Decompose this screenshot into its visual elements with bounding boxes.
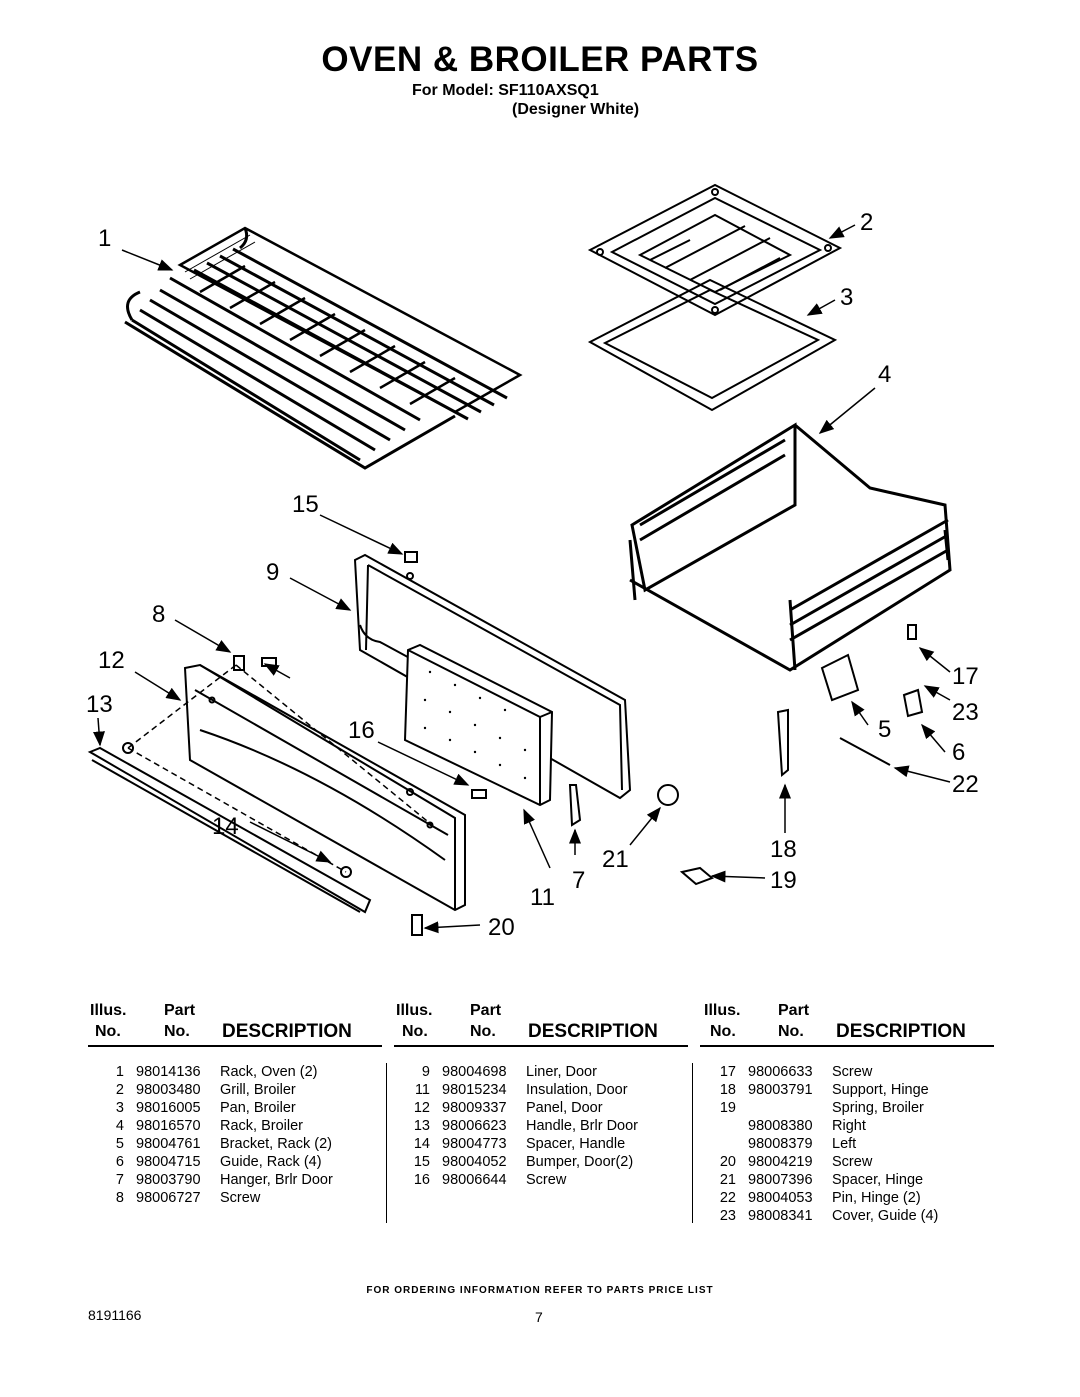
callout-16: 16	[348, 717, 375, 744]
callout-3: 3	[840, 284, 853, 311]
callout-1: 1	[98, 225, 111, 252]
header-illus-no: No.	[95, 1023, 121, 1040]
header-part-no: No.	[778, 1023, 804, 1040]
page-number: 7	[535, 1309, 543, 1325]
callout-22: 22	[952, 771, 979, 798]
callout-leaders	[93, 224, 951, 934]
callout-21: 21	[602, 846, 629, 873]
header-illus: Illus.	[704, 1002, 741, 1019]
header-description: DESCRIPTION	[222, 1021, 352, 1042]
parts-diagram: 1 2 3 4 15 9 8 12 13 16 17 23 5 6 22 14 …	[86, 183, 979, 941]
callout-8: 8	[152, 601, 165, 628]
header-part-no: No.	[470, 1023, 496, 1040]
broiler-pan-drawing	[587, 278, 838, 412]
header-rule	[700, 1045, 994, 1047]
callout-2: 2	[860, 209, 873, 236]
header-part: Part	[470, 1002, 502, 1019]
broiler-grill-drawing	[587, 183, 843, 317]
callout-17: 17	[952, 663, 979, 690]
callout-labels: 1 2 3 4 15 9 8 12 13 16 17 23 5 6 22 14 …	[86, 209, 979, 941]
header-part: Part	[778, 1002, 810, 1019]
callout-20: 20	[488, 914, 515, 941]
document-number: 8191166	[88, 1307, 142, 1323]
column-divider	[692, 1063, 693, 1223]
header-rule	[394, 1045, 688, 1047]
header-illus-no: No.	[402, 1023, 428, 1040]
callout-12: 12	[98, 647, 125, 674]
header-description: DESCRIPTION	[528, 1021, 658, 1042]
header-illus-no: No.	[710, 1023, 736, 1040]
callout-15: 15	[292, 491, 319, 518]
callout-23: 23	[952, 699, 979, 726]
column-divider	[386, 1063, 387, 1223]
header-illus: Illus.	[396, 1002, 433, 1019]
callout-7: 7	[572, 867, 585, 894]
header-description: DESCRIPTION	[836, 1021, 966, 1042]
oven-rack-drawing	[124, 226, 523, 470]
ordering-note: FOR ORDERING INFORMATION REFER TO PARTS …	[366, 1285, 714, 1296]
broiler-rack-drawing	[628, 422, 952, 672]
model-line: For Model: SF110AXSQ1	[412, 82, 599, 99]
callout-13: 13	[86, 691, 113, 718]
callout-14: 14	[212, 813, 239, 840]
callout-9: 9	[266, 559, 279, 586]
callout-6: 6	[952, 739, 965, 766]
callout-5: 5	[878, 716, 891, 743]
door-liner-drawing	[353, 553, 632, 800]
header-part-no: No.	[164, 1023, 190, 1040]
header-part: Part	[164, 1002, 196, 1019]
door-panel-drawing	[183, 663, 466, 912]
callout-18: 18	[770, 836, 797, 863]
door-handle-drawing	[87, 742, 372, 914]
callout-4: 4	[878, 361, 891, 388]
door-insulation-drawing	[403, 643, 554, 807]
callout-19: 19	[770, 867, 797, 894]
variant-line: (Designer White)	[512, 101, 640, 118]
page-title: OVEN & BROILER PARTS	[321, 40, 759, 79]
header-illus: Illus.	[90, 1002, 127, 1019]
callout-11: 11	[530, 884, 555, 911]
header-rule	[88, 1045, 382, 1047]
small-parts-drawing	[127, 551, 924, 936]
